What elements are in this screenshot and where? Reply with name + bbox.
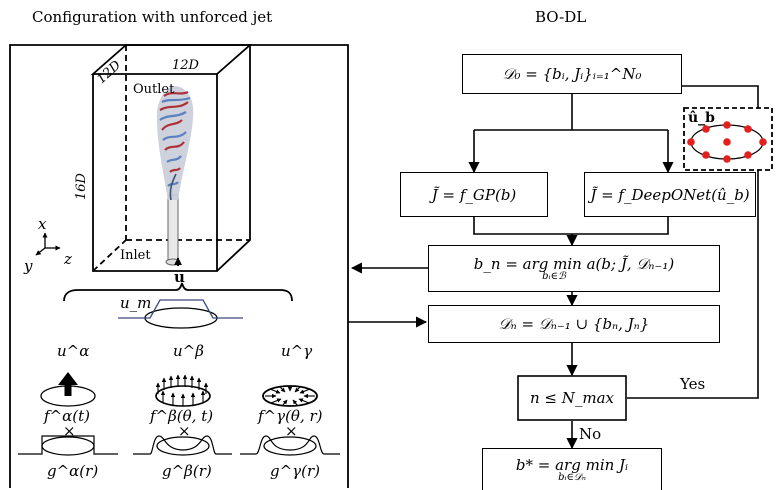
jet-plume-icon <box>156 86 194 201</box>
axis-z-label: z <box>64 250 72 268</box>
initial-dataset-box: 𝒟₀ = {bᵢ, Jᵢ}ᵢ₌₁^N₀ <box>462 54 682 94</box>
acquisition-subscript: bᵢ∈ℬ <box>542 271 566 282</box>
g-gamma-profile <box>240 435 340 456</box>
optimum-subscript: bᵢ∈𝒟ₙ <box>558 472 586 483</box>
f-alpha-label: f^α(t) <box>44 407 90 425</box>
inlet-label: Inlet <box>120 248 151 263</box>
u-label: u <box>174 268 185 286</box>
u-gamma-label: u^γ <box>281 342 313 360</box>
left-panel-title: Configuration with unforced jet <box>32 8 273 26</box>
right-panel-title: BO-DL <box>535 8 587 26</box>
decision-box <box>517 375 627 421</box>
domain-box <box>90 44 253 272</box>
f-beta-label: f^β(θ, t) <box>150 407 214 425</box>
u-m-label: u_m <box>120 294 152 312</box>
decision-text: n ≤ N_max <box>529 389 615 407</box>
yes-label: Yes <box>680 375 706 393</box>
dim-12d-top-label: 12D <box>172 58 199 73</box>
u-alpha-actuation-icon <box>40 372 96 407</box>
u-beta-actuation-icon <box>155 374 211 407</box>
nozzle-pipe <box>165 194 181 266</box>
axis-y-label: y <box>24 257 33 275</box>
mean-velocity-profile <box>118 299 243 329</box>
no-label: No <box>579 425 602 443</box>
gp-surrogate-text: J̃ = f_GP(b) <box>431 185 517 204</box>
optimum-box: b* = arg min Jᵢ bᵢ∈𝒟ₙ <box>482 448 662 490</box>
deeponet-surrogate-box: J̃ = f_DeepONet(û_b) <box>584 172 756 217</box>
g-alpha-label: g^α(r) <box>47 462 99 480</box>
dim-16d-label: 16D <box>74 173 89 200</box>
f-gamma-label: f^γ(θ, r) <box>258 407 323 425</box>
dataset-update-box: 𝒟ₙ = 𝒟ₙ₋₁ ∪ {bₙ, Jₙ} <box>428 305 720 343</box>
u-alpha-label: u^α <box>57 342 90 360</box>
times-gamma: × <box>285 422 298 440</box>
initial-dataset-text: 𝒟₀ = {bᵢ, Jᵢ}ᵢ₌₁^N₀ <box>502 65 642 83</box>
g-beta-profile <box>133 435 232 456</box>
times-alpha: × <box>63 422 76 440</box>
dataset-update-text: 𝒟ₙ = 𝒟ₙ₋₁ ∪ {bₙ, Jₙ} <box>498 315 650 333</box>
brace <box>63 282 293 302</box>
u-beta-label: u^β <box>173 342 204 360</box>
deeponet-surrogate-text: J̃ = f_DeepONet(û_b) <box>590 185 750 204</box>
times-beta: × <box>178 422 191 440</box>
sensor-thumbnail <box>683 107 773 171</box>
axes-icon <box>35 232 61 256</box>
axis-x-label: x <box>38 215 47 233</box>
acquisition-text: b_n = arg min a(b; J̃, 𝒟ₙ₋₁) <box>473 255 675 273</box>
u-gamma-actuation-icon <box>262 385 318 407</box>
outlet-label: Outlet <box>133 82 175 97</box>
g-beta-label: g^β(r) <box>162 462 212 480</box>
decision-text-box: n ≤ N_max <box>518 376 626 420</box>
flow-connectors <box>348 80 759 450</box>
g-alpha-profile <box>18 435 118 456</box>
sensor-thumbnail-label: û_b <box>688 110 715 126</box>
optimum-text: b* = arg min Jᵢ <box>515 456 629 474</box>
g-gamma-label: g^γ(r) <box>270 462 321 480</box>
gp-surrogate-box: J̃ = f_GP(b) <box>400 172 548 217</box>
acquisition-box: b_n = arg min a(b; J̃, 𝒟ₙ₋₁) bᵢ∈ℬ <box>428 245 720 292</box>
